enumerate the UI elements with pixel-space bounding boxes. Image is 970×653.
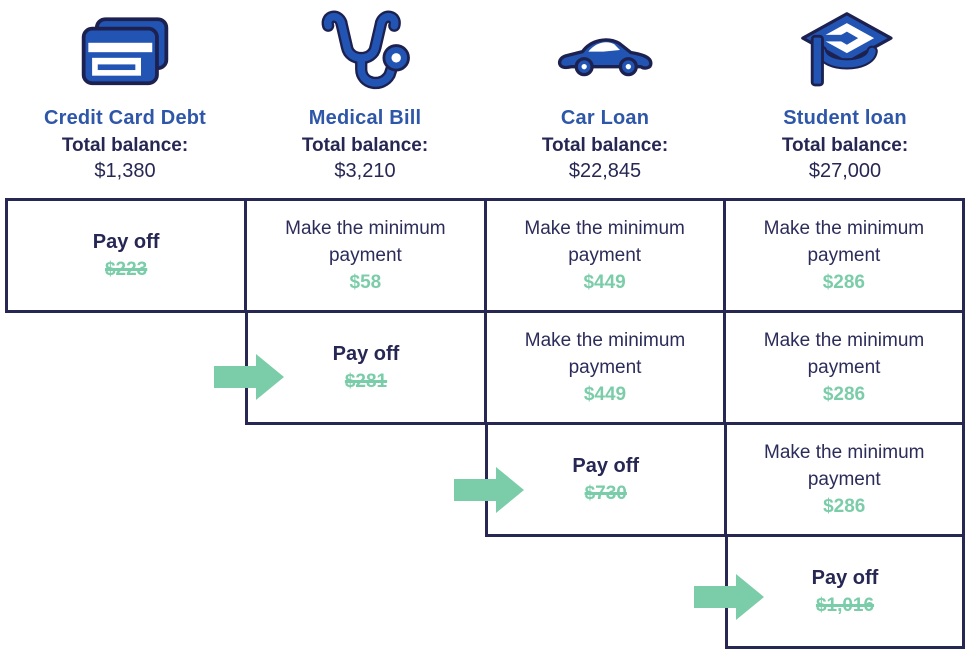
minimum-amount: $449 xyxy=(583,384,627,405)
payoff-amount: $223 xyxy=(104,258,148,280)
minimum-label: Make the minimum payment xyxy=(763,330,925,378)
arrow-icon-step-4 xyxy=(694,574,764,620)
payoff-amount: $1,016 xyxy=(815,594,875,616)
column-title: Credit Card Debt xyxy=(43,107,207,129)
payoff-label: Pay off xyxy=(332,342,400,365)
payoff-label: Pay off xyxy=(811,566,879,589)
credit-card-icon xyxy=(5,4,245,106)
payoff-label: Pay off xyxy=(572,454,640,477)
balance-value: $27,000 xyxy=(808,160,882,182)
balance-label: Total balance: xyxy=(61,135,189,156)
payoff-cell-student-loan: Pay off $1,016 xyxy=(728,537,962,646)
column-header-car-loan: Car Loan Total balance: $22,845 xyxy=(485,4,725,185)
plan-row-step-4: Pay off $1,016 xyxy=(725,534,965,649)
graduation-cap-icon xyxy=(725,4,965,106)
minimum-label: Make the minimum payment xyxy=(524,218,685,266)
column-title: Medical Bill xyxy=(308,107,422,129)
balance-label: Total balance: xyxy=(541,135,669,156)
balance-label: Total balance: xyxy=(781,135,909,156)
minimum-cell-car-loan: Make the minimum payment $449 xyxy=(483,201,723,310)
column-header-medical-bill: Medical Bill Total balance: $3,210 xyxy=(245,4,485,185)
column-title: Car Loan xyxy=(560,107,650,129)
arrow-icon-step-2 xyxy=(214,354,284,400)
plan-row-step-3: Pay off $730 Make the minimum payment $2… xyxy=(485,422,965,537)
minimum-amount: $449 xyxy=(583,272,626,293)
minimum-label: Make the minimum payment xyxy=(524,330,686,378)
arrow-icon-step-3 xyxy=(454,467,524,513)
column-header-credit-card: Credit Card Debt Total balance: $1,380 xyxy=(5,4,245,185)
minimum-label: Make the minimum payment xyxy=(763,218,925,266)
minimum-label: Make the minimum payment xyxy=(285,218,446,266)
balance-value: $22,845 xyxy=(568,160,642,182)
payoff-cell-credit-card: Pay off $223 xyxy=(8,201,244,310)
minimum-amount: $58 xyxy=(349,272,382,293)
payoff-label: Pay off xyxy=(92,230,160,253)
balance-value: $1,380 xyxy=(94,160,156,182)
car-icon xyxy=(485,4,725,106)
payoff-amount: $281 xyxy=(344,370,388,392)
minimum-cell-medical-bill: Make the minimum payment $58 xyxy=(244,201,483,310)
balance-value: $3,210 xyxy=(334,160,396,182)
balance-label: Total balance: xyxy=(301,135,429,156)
minimum-cell-student-loan: Make the minimum payment $286 xyxy=(722,201,962,310)
minimum-label: Make the minimum payment xyxy=(764,442,925,490)
minimum-amount: $286 xyxy=(822,384,866,405)
plan-row-step-2: Pay off $281 Make the minimum payment $4… xyxy=(245,310,965,425)
payoff-amount: $730 xyxy=(584,482,627,504)
column-header-student-loan: Student loan Total balance: $27,000 xyxy=(725,4,965,185)
column-title: Student loan xyxy=(783,107,907,129)
payoff-cell-car-loan: Pay off $730 xyxy=(488,425,724,534)
minimum-cell-student-loan: Make the minimum payment $286 xyxy=(723,313,962,422)
stethoscope-icon xyxy=(245,4,485,106)
minimum-amount: $286 xyxy=(822,272,866,293)
minimum-amount: $286 xyxy=(823,496,866,517)
payoff-cell-medical-bill: Pay off $281 xyxy=(248,313,484,422)
minimum-cell-car-loan: Make the minimum payment $449 xyxy=(484,313,723,422)
plan-row-step-1: Pay off $223 Make the minimum payment $5… xyxy=(5,198,965,313)
minimum-cell-student-loan: Make the minimum payment $286 xyxy=(723,425,963,534)
